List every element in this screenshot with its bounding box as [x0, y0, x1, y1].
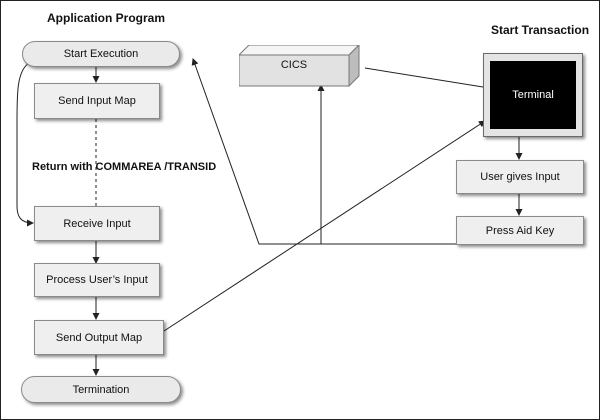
termination-node: Termination: [21, 376, 181, 403]
receive-input-label: Receive Input: [63, 217, 131, 230]
press-aid-key-label: Press Aid Key: [485, 224, 555, 237]
return-with-note: Return with COMMAREA /TRANSID: [32, 161, 217, 173]
terminal-label: Terminal: [512, 89, 554, 101]
return-loop-line: [16, 62, 34, 227]
aid-key-return-line: [191, 58, 456, 245]
send-input-map-label: Send Input Map: [58, 95, 136, 107]
press-aid-key-node: Press Aid Key: [456, 216, 584, 245]
user-gives-input-label: User gives Input: [480, 171, 560, 183]
cics-block-shape: [237, 43, 361, 88]
cics-node: CICS: [237, 43, 365, 88]
start-transaction-heading: Start Transaction: [491, 23, 590, 37]
terminal-screen: Terminal: [490, 61, 576, 129]
send-output-map-label: Send Output Map: [55, 331, 143, 344]
cics-label: CICS: [280, 59, 308, 71]
send-input-map-node: Send Input Map: [34, 83, 160, 119]
start-execution-label: Start Execution: [63, 48, 139, 60]
cics-terminal-link: [364, 67, 484, 88]
termination-label: Termination: [72, 383, 130, 396]
application-program-heading: Application Program: [47, 11, 166, 25]
arrow-send-output-to-terminal: [163, 120, 486, 332]
receive-input-node: Receive Input: [34, 206, 160, 241]
send-output-map-node: Send Output Map: [34, 320, 164, 355]
user-gives-input-node: User gives Input: [456, 160, 584, 194]
start-execution-node: Start Execution: [22, 41, 180, 67]
process-users-input-label: Process User’s Input: [46, 274, 148, 286]
process-users-input-node: Process User’s Input: [34, 263, 160, 297]
terminal-node: Terminal: [483, 53, 583, 137]
